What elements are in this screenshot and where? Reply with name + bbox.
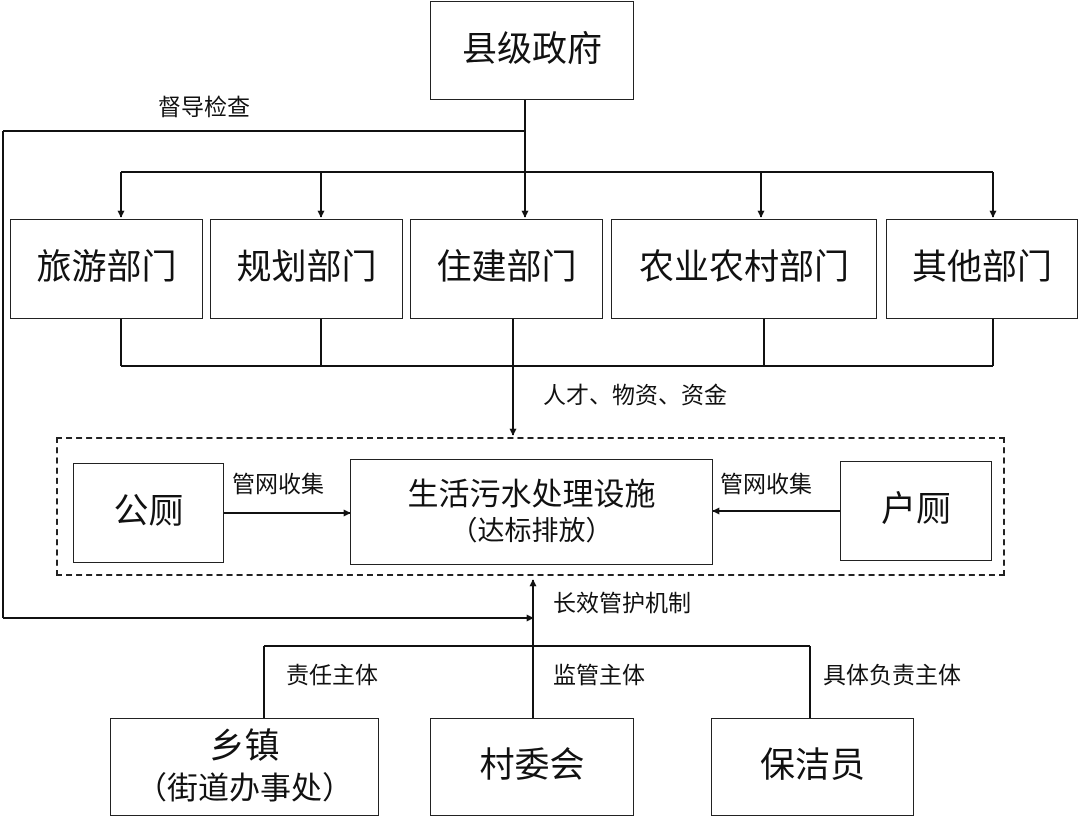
dept-planning-label: 规划部门 — [236, 248, 377, 289]
dept-planning-box: 规划部门 — [210, 219, 403, 319]
towns-box: 乡镇 （街道办事处） — [110, 718, 379, 816]
supervision-label: 督导检查 — [158, 95, 250, 121]
public-toilet-label: 公厕 — [113, 492, 184, 533]
dept-tourism-box: 旅游部门 — [10, 219, 203, 319]
dept-other-box: 其他部门 — [886, 219, 1078, 319]
responsible-subject-label: 责任主体 — [286, 663, 378, 689]
dept-housing-label: 住建部门 — [436, 248, 577, 289]
treatment-facility-subtitle: （达标排放） — [450, 515, 613, 547]
regulatory-subject-label: 监管主体 — [553, 663, 645, 689]
treatment-facility-box: 生活污水处理设施 （达标排放） — [350, 459, 713, 565]
village-committee-label: 村委会 — [479, 746, 585, 787]
dept-tourism-label: 旅游部门 — [36, 248, 177, 289]
cleaner-label: 保洁员 — [759, 746, 865, 787]
dept-other-label: 其他部门 — [911, 248, 1052, 289]
county-government-box: 县级政府 — [430, 1, 634, 100]
resources-label: 人才、物资、资金 — [543, 383, 727, 409]
pipe-network-label-right: 管网收集 — [720, 472, 812, 498]
dept-agriculture-label: 农业农村部门 — [638, 248, 849, 289]
pipe-network-label-left: 管网收集 — [232, 472, 324, 498]
cleaner-box: 保洁员 — [711, 718, 914, 816]
public-toilet-box: 公厕 — [73, 463, 224, 563]
specific-subject-label: 具体负责主体 — [823, 663, 961, 689]
long-term-mechanism-label: 长效管护机制 — [553, 591, 691, 617]
towns-label-line2: （街道办事处） — [136, 770, 353, 807]
towns-label-line1: 乡镇 — [209, 726, 280, 767]
dept-agriculture-box: 农业农村部门 — [611, 219, 877, 319]
treatment-facility-title: 生活污水处理设施 — [407, 476, 656, 513]
dept-housing-box: 住建部门 — [410, 219, 603, 319]
household-toilet-label: 户厕 — [880, 490, 951, 531]
household-toilet-box: 户厕 — [840, 461, 992, 561]
village-committee-box: 村委会 — [430, 718, 634, 816]
county-government-label: 县级政府 — [461, 29, 602, 70]
treatment-system-group — [56, 437, 1005, 576]
